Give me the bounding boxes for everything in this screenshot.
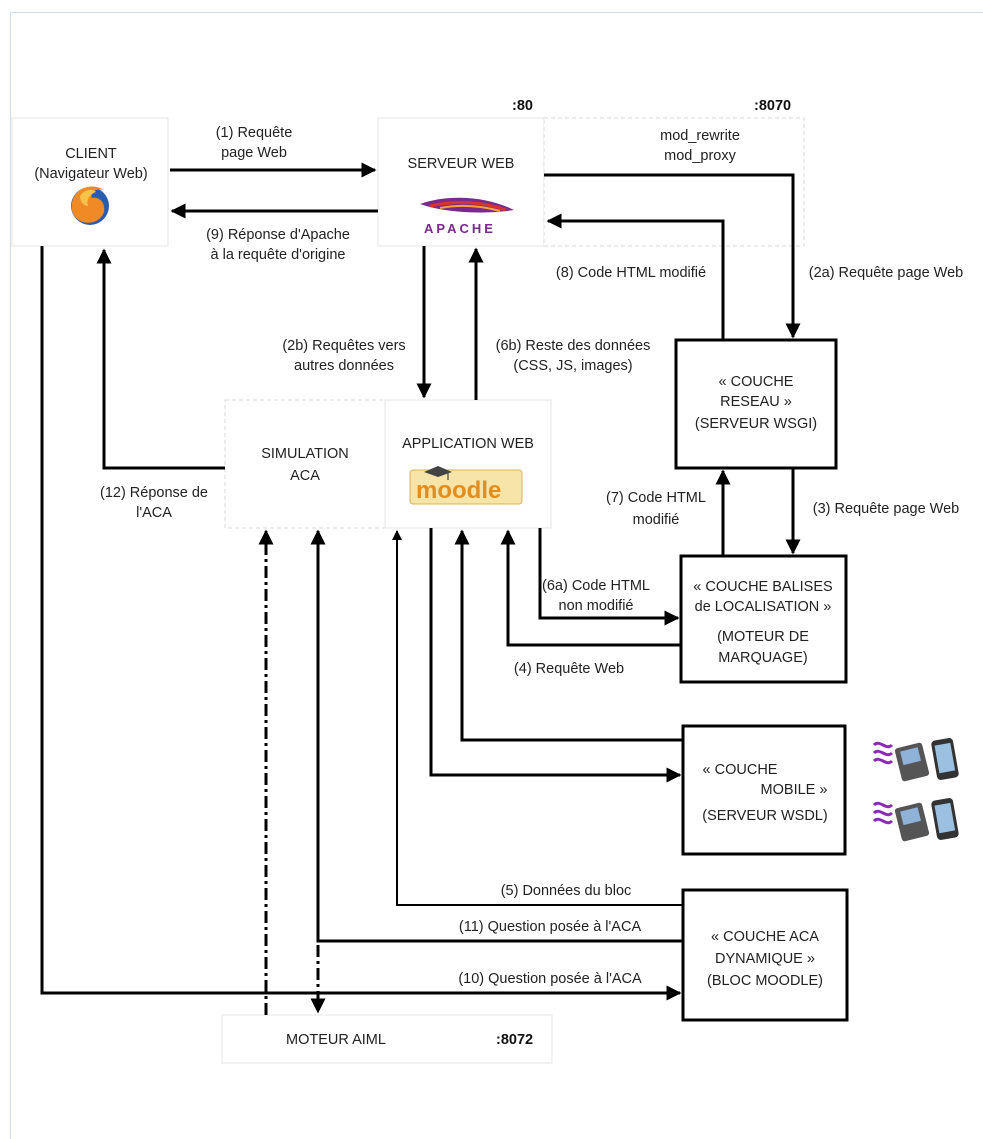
couche-reseau-line3: (SERVEUR WSGI): [695, 416, 817, 432]
couche-aca-line2: DYNAMIQUE »: [715, 951, 815, 967]
couche-mobile-line2: MOBILE »: [761, 782, 828, 798]
mod-proxy-label: mod_proxy: [664, 148, 736, 164]
label-5: (5) Données du bloc: [501, 883, 632, 899]
application-web-box: [384, 399, 552, 529]
serveur-web-title: SERVEUR WEB: [408, 156, 515, 172]
moteur-aiml-title: MOTEUR AIML: [286, 1032, 386, 1048]
label-7a: (7) Code HTML: [606, 490, 706, 506]
label-6a-b: non modifié: [559, 598, 634, 614]
label-2b-a: (2b) Requêtes vers: [282, 338, 405, 354]
port-8072-label: :8072: [496, 1032, 533, 1048]
proxy-8070-region: [543, 117, 805, 247]
arrow-2a: [544, 173, 801, 339]
client-box: [11, 117, 169, 247]
moodle-logo-text: moodle: [416, 477, 501, 504]
couche-reseau-line2: RESEAU »: [720, 394, 792, 410]
label-6b-b: (CSS, JS, images): [513, 358, 632, 374]
couche-balises-line1: « COUCHE BALISES: [693, 579, 832, 595]
couche-balises-line4: MARQUAGE): [718, 650, 807, 666]
couche-balises-box: [679, 554, 848, 684]
label-1b: page Web: [221, 145, 287, 161]
arrow-11: [310, 529, 683, 943]
arrow-4: [500, 529, 681, 647]
couche-aca-box: [681, 888, 849, 1022]
label-11: (11) Question posée à l'ACA: [459, 919, 642, 935]
label-10: (10) Question posée à l'ACA: [458, 971, 642, 987]
apache-logo-text: APACHE: [424, 221, 496, 236]
simulation-aca-line2: ACA: [290, 468, 320, 484]
serveur-web-box: [377, 117, 545, 247]
arrow-5: [392, 530, 683, 906]
couche-balises-line3: (MOTEUR DE: [717, 629, 809, 645]
couche-balises-line2: de LOCALISATION »: [695, 599, 832, 615]
client-title: CLIENT: [65, 146, 117, 162]
couche-mobile-line3: (SERVEUR WSDL): [702, 808, 827, 824]
couche-reseau-box: [674, 338, 838, 470]
mod-rewrite-label: mod_rewrite: [660, 128, 740, 144]
label-1a: (1) Requête: [216, 125, 293, 141]
couche-mobile-line1: « COUCHE: [703, 762, 778, 778]
label-12a: (12) Réponse de: [100, 485, 208, 501]
label-12b: l'ACA: [136, 505, 172, 521]
simulation-aca-line1: SIMULATION: [261, 446, 349, 462]
arrow-6a: [538, 528, 680, 626]
label-2b-b: autres données: [294, 358, 394, 374]
label-4: (4) Requête Web: [514, 661, 624, 677]
port-80-label: :80: [512, 98, 533, 114]
couche-reseau-line1: « COUCHE: [719, 374, 794, 390]
label-2a: (2a) Requête page Web: [809, 265, 964, 281]
label-9b: à la requête d'origine: [211, 247, 346, 263]
label-3: (3) Requête page Web: [813, 501, 959, 517]
arrow-10: [40, 246, 682, 1001]
couche-mobile-box: [681, 724, 847, 856]
arrow-mobile-in: [454, 529, 683, 742]
couche-aca-line1: « COUCHE ACA: [711, 929, 819, 945]
arrow-12: [96, 248, 225, 470]
label-7b: modifié: [633, 512, 680, 528]
client-subtitle: (Navigateur Web): [34, 166, 147, 182]
moodle-logo: moodle: [409, 466, 523, 505]
label-6b-a: (6b) Reste des données: [496, 338, 651, 354]
moteur-aiml-box: [221, 1014, 553, 1064]
arrow-8: [546, 213, 725, 340]
couche-aca-line3: (BLOC MOODLE): [707, 973, 823, 989]
mobile-devices-icon: [872, 738, 959, 842]
application-web-title: APPLICATION WEB: [402, 436, 534, 452]
label-9a: (9) Réponse d'Apache: [206, 227, 350, 243]
firefox-icon: [71, 186, 109, 225]
simulation-aca-box: [224, 399, 386, 529]
arrow-mobile-out: [429, 528, 682, 783]
port-8070-label: :8070: [754, 98, 791, 114]
label-6a-a: (6a) Code HTML: [542, 578, 650, 594]
label-8: (8) Code HTML modifié: [556, 265, 706, 281]
diagram-frame: [10, 12, 983, 1139]
apache-feather-icon: APACHE: [420, 197, 514, 236]
